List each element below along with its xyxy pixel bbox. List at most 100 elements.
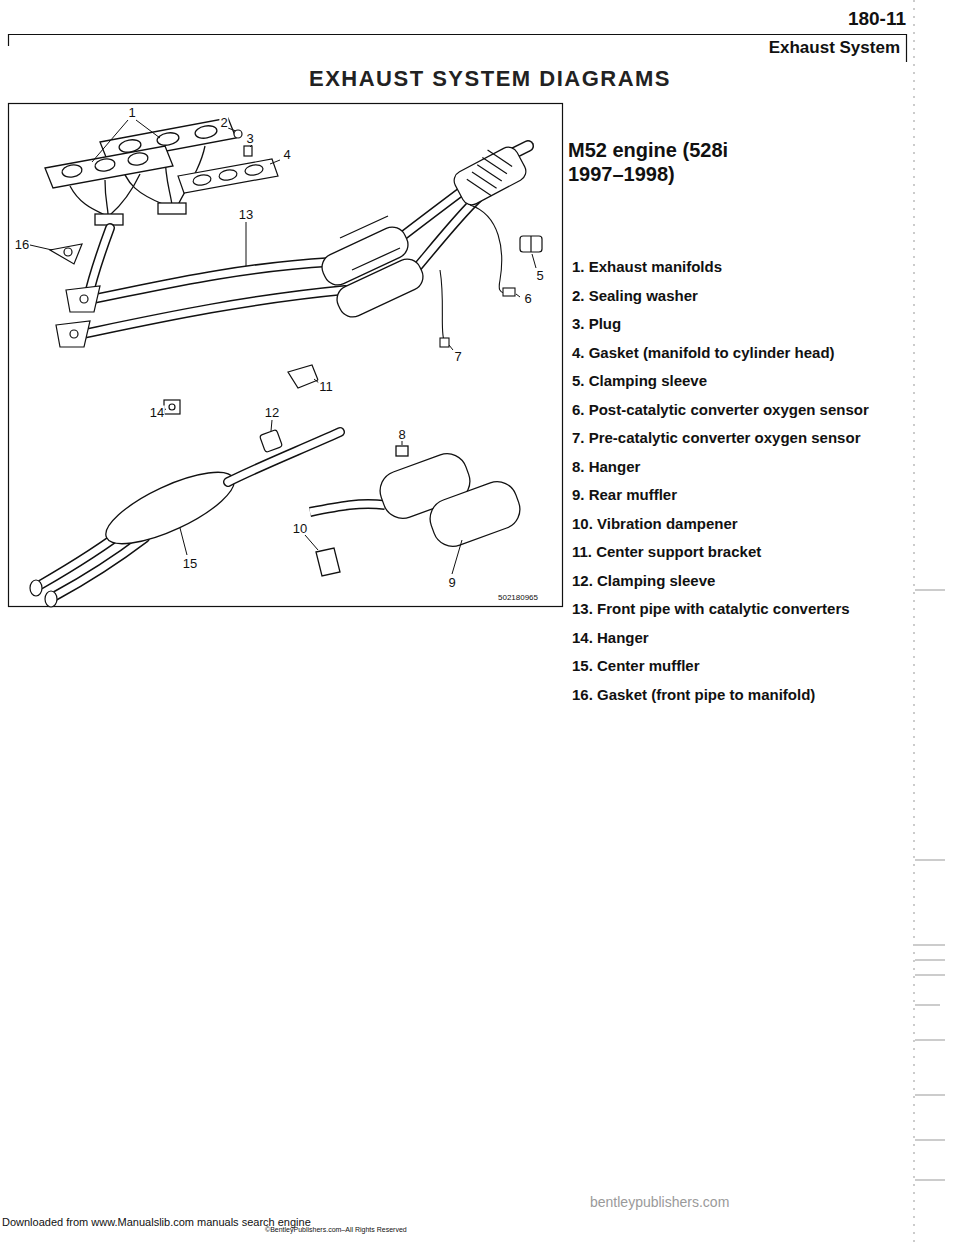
- leader-line: [305, 535, 318, 550]
- center-muffler: [55, 538, 145, 596]
- legend-item: 9. Rear muffler: [572, 484, 892, 505]
- legend-item: 14. Hanger: [572, 627, 892, 648]
- front-pipe-flange: [56, 321, 90, 347]
- oxygen-sensor: [470, 205, 504, 293]
- leader-line: [532, 254, 536, 268]
- legend-item: 1. Exhaust manifolds: [572, 256, 892, 277]
- center-muffler: [45, 591, 57, 607]
- center-muffler: [228, 432, 340, 482]
- support-bracket: [164, 365, 318, 414]
- callout-number: 15: [182, 557, 198, 570]
- rear-muffler: [310, 504, 385, 512]
- figure-frame: [9, 104, 563, 607]
- margin-marks: [915, 1095, 945, 1096]
- center-muffler: [30, 580, 42, 596]
- manifold-gasket: [192, 174, 211, 187]
- front-pipe: [415, 198, 478, 270]
- manifold-gasket: [244, 164, 263, 177]
- callout-number: 1: [127, 106, 136, 119]
- support-bracket: [169, 404, 175, 410]
- rear-muffler: [396, 446, 408, 456]
- pipe-gasket: [50, 244, 82, 264]
- callout-number: 13: [238, 208, 254, 221]
- center-muffler: [97, 458, 242, 557]
- exhaust-manifold: [127, 151, 149, 166]
- rear-muffler: [310, 504, 385, 512]
- callout-number: 3: [245, 132, 254, 145]
- exhaust-manifold: [45, 146, 173, 188]
- front-pipe-flange: [80, 295, 88, 303]
- legend-item: 4. Gasket (manifold to cylinder head): [572, 342, 892, 363]
- margin-marks: [915, 590, 945, 591]
- manifold-gasket: [178, 159, 278, 193]
- center-muffler: [55, 538, 145, 596]
- exhaust-manifold: [158, 203, 186, 214]
- callout-number: 9: [447, 576, 456, 589]
- margin-marks: [914, 0, 915, 1242]
- manifold-gasket: [218, 169, 237, 182]
- legend-item: 11. Center support bracket: [572, 541, 892, 562]
- rear-muffler: [310, 446, 525, 576]
- margin-marks: [915, 975, 945, 976]
- exhaust-manifold: [156, 131, 180, 147]
- leader-line: [402, 441, 403, 445]
- page-number: 180-11: [848, 8, 906, 30]
- header-rule: [8, 34, 9, 46]
- leader-line: [30, 245, 52, 250]
- flex-section: [451, 144, 530, 209]
- flex-section: [451, 144, 530, 209]
- exhaust-manifold: [194, 124, 218, 140]
- clamping-sleeve: [259, 429, 282, 452]
- figure-code: 502180965: [498, 594, 538, 602]
- front-pipe: [78, 290, 345, 335]
- section-name: Exhaust System: [769, 38, 900, 58]
- center-muffler: [228, 432, 340, 482]
- pipe-gasket: [50, 244, 82, 264]
- callout-number: 7: [453, 350, 462, 363]
- watermark: bentleypublishers.com: [590, 1194, 729, 1210]
- diagram-heading: M52 engine (528i 1997–1998): [568, 138, 730, 186]
- support-bracket: [288, 365, 318, 388]
- copyright-note: ©BentleyPublishers.com–All Rights Reserv…: [265, 1226, 407, 1233]
- margin-marks: [915, 1140, 945, 1141]
- header-rule: [906, 34, 907, 62]
- header-rule: [8, 34, 906, 35]
- catalytic-converter: [340, 216, 400, 270]
- oxygen-sensor: [503, 288, 515, 296]
- catalytic-converter: [332, 254, 427, 321]
- callout-number: 2: [219, 116, 228, 129]
- leader-line: [180, 528, 187, 555]
- exhaust-manifold: [94, 157, 116, 172]
- oxygen-sensor: [440, 338, 449, 347]
- legend-item: 2. Sealing washer: [572, 285, 892, 306]
- legend-item: 12. Clamping sleeve: [572, 570, 892, 591]
- front-pipe-flange: [70, 330, 78, 338]
- leader-line: [270, 160, 280, 164]
- callout-number: 6: [523, 292, 532, 305]
- page-title: EXHAUST SYSTEM DIAGRAMS: [0, 66, 960, 92]
- clamping-sleeve: [530, 236, 531, 252]
- front-pipe-flange: [66, 286, 100, 312]
- front-pipe: [78, 290, 345, 335]
- pipe-gasket: [64, 248, 72, 256]
- leader-line: [30, 120, 536, 574]
- legend-item: 10. Vibration dampener: [572, 513, 892, 534]
- leader-line: [228, 128, 236, 131]
- margin-marks: [915, 860, 945, 861]
- header-rule: [8, 34, 907, 62]
- callout-number: 10: [292, 522, 308, 535]
- callout-number: 12: [264, 406, 280, 419]
- callout-number: 14: [149, 406, 165, 419]
- flex-section: [459, 144, 519, 203]
- legend-item: 16. Gasket (front pipe to manifold): [572, 684, 892, 705]
- callout-number: 16: [14, 238, 30, 251]
- leader-line: [92, 120, 128, 162]
- oxygen-sensor: [440, 270, 444, 340]
- clamping-sleeve: [520, 236, 542, 252]
- legend-item: 3. Plug: [572, 313, 892, 334]
- rear-muffler: [316, 548, 340, 576]
- legend-item: 15. Center muffler: [572, 655, 892, 676]
- legend-item: 7. Pre-catalytic converter oxygen sensor: [572, 427, 892, 448]
- callout-number: 11: [318, 380, 334, 393]
